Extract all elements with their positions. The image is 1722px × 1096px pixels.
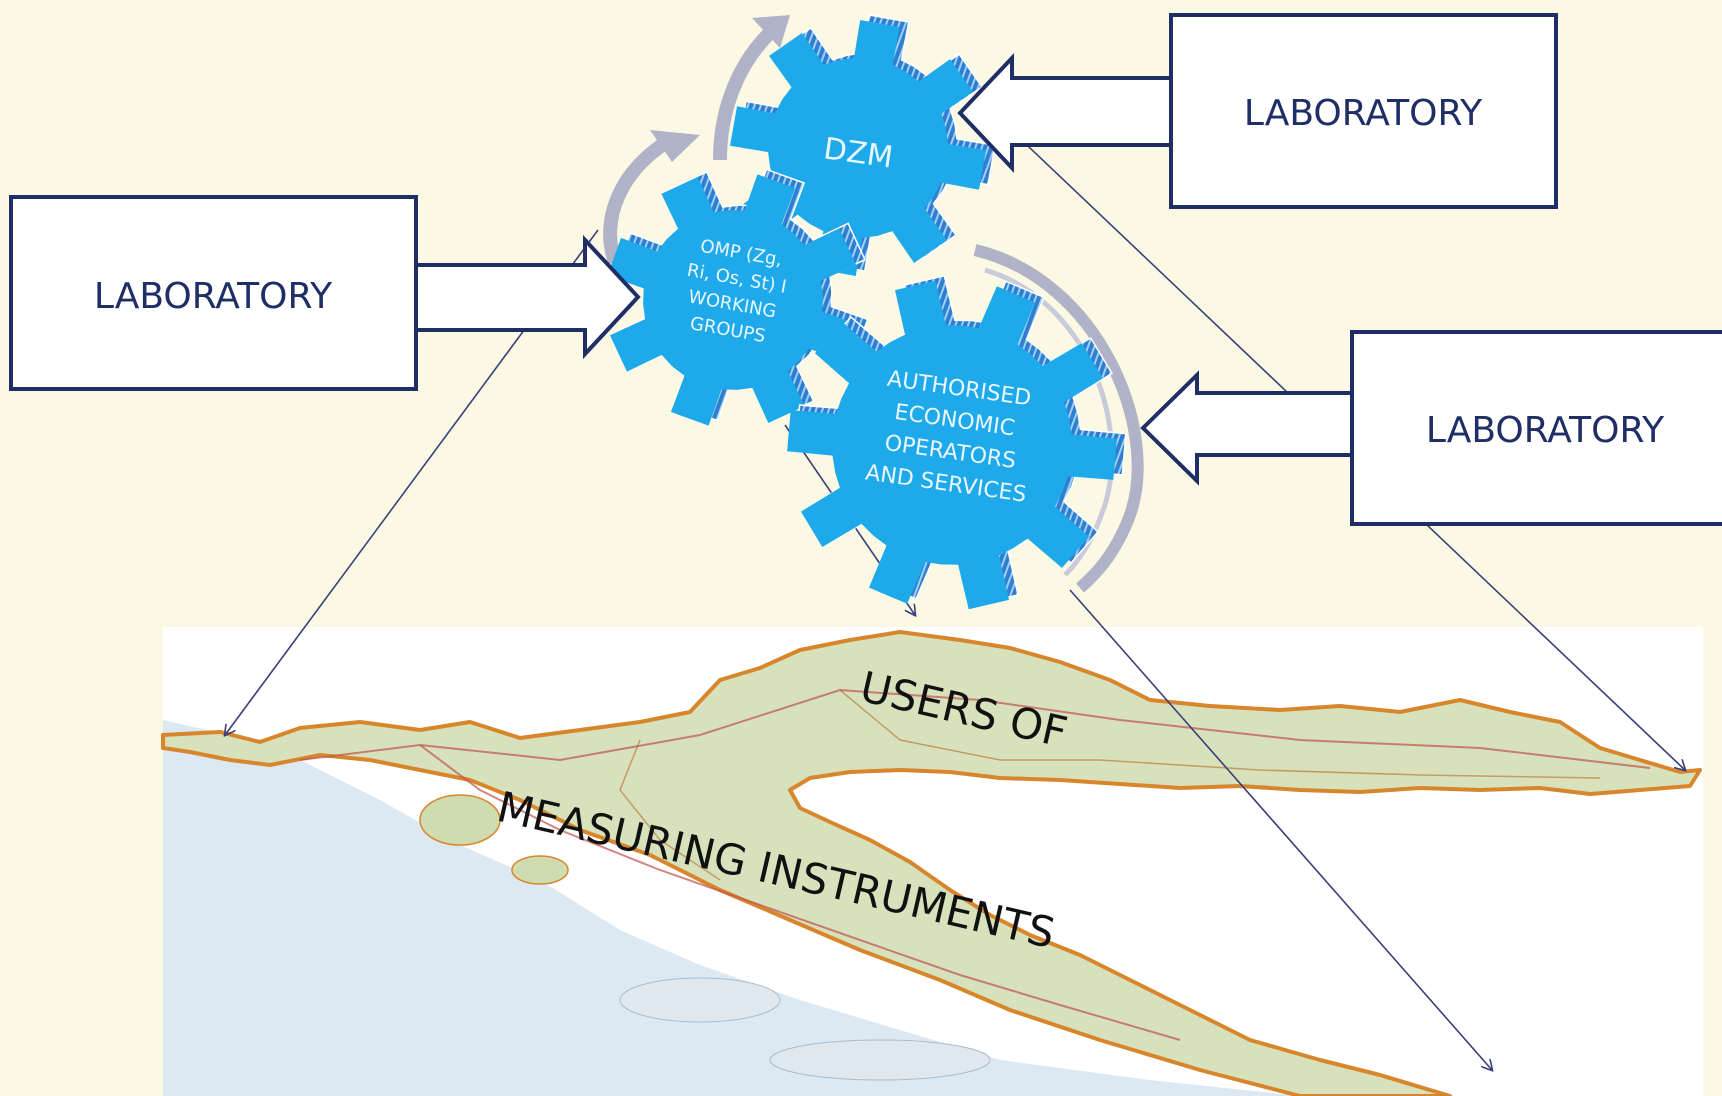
map-land (161, 630, 1702, 1096)
map-road (419, 744, 1181, 1041)
laboratory-label-left: LABORATORY (94, 276, 333, 317)
gear-operators (787, 274, 1127, 610)
gear-omp (607, 168, 869, 426)
map-island (769, 1039, 991, 1081)
map-island (511, 855, 569, 885)
map-island (619, 977, 781, 1023)
cycle-arrow-right (973, 244, 1144, 593)
cycle-arrow-top-head (752, 15, 790, 48)
laboratory-label-right: LABORATORY (1426, 410, 1665, 451)
arrow-left-laboratory-to-omp (412, 234, 641, 360)
arrow-top-right-laboratory-to-dzm (957, 52, 1174, 174)
cycle-arrows (603, 15, 1144, 593)
croatia-map: USERS OF MEASURING INSTRUMENTS (161, 627, 1703, 1096)
map-road (299, 688, 1651, 769)
laboratory-box-left: LABORATORY (9, 195, 418, 391)
cycle-arrow-top (713, 22, 780, 161)
map-island (419, 794, 501, 846)
cycle-arrow-left-head (650, 130, 700, 162)
cycle-arrow-left (603, 133, 674, 265)
connector-arrow (1069, 589, 1492, 1070)
map-road (839, 689, 1601, 779)
gear-face (787, 280, 1117, 610)
map-road (619, 739, 721, 881)
laboratory-box-top-right: LABORATORY (1169, 13, 1558, 209)
gear-face (607, 174, 859, 426)
laboratory-label-top-right: LABORATORY (1244, 93, 1483, 134)
laboratory-box-right: LABORATORY (1350, 330, 1722, 526)
map-sea (163, 720, 1300, 1096)
arrow-right-laboratory-to-operators (1140, 370, 1357, 486)
